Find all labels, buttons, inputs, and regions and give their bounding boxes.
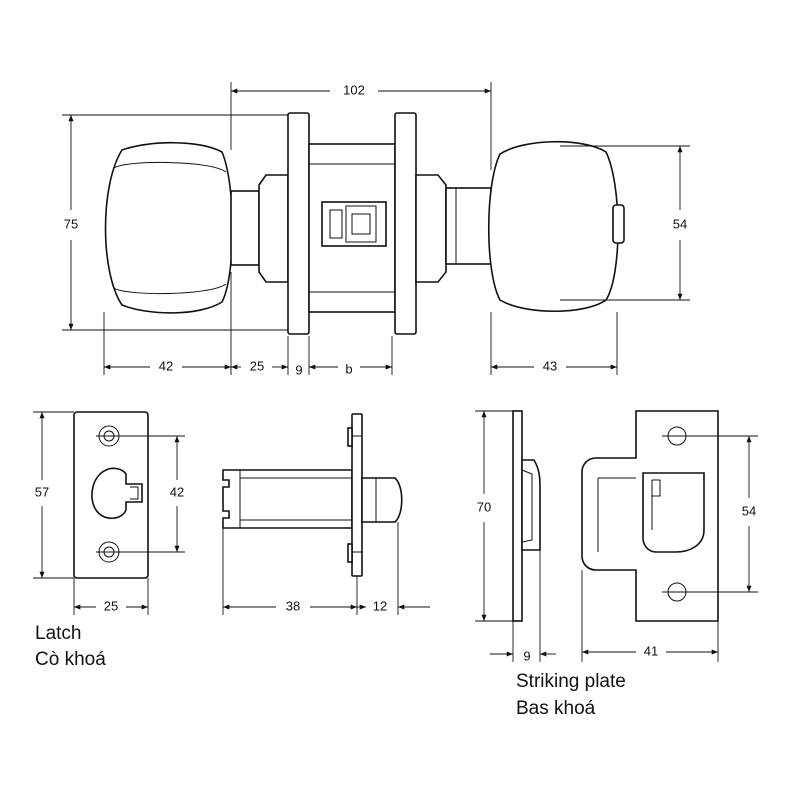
caption-latch-vi: Cò khoá xyxy=(35,649,106,670)
caption-latch-en: Latch xyxy=(35,623,81,644)
right-spindle xyxy=(445,187,492,265)
strike-plate-front: 54 41 xyxy=(581,410,758,662)
dim-left-spindle: 25 xyxy=(250,358,264,373)
left-knob xyxy=(104,141,234,314)
dim-strike-lip: 9 xyxy=(523,648,530,663)
dim-overall-width: 102 xyxy=(343,82,365,97)
dim-knob-height: 75 xyxy=(64,216,78,231)
dim-latch-face-height: 57 xyxy=(35,484,49,499)
dim-latch-bolt-projection: 12 xyxy=(373,598,387,613)
right-knob xyxy=(488,140,619,312)
push-button xyxy=(612,204,625,244)
dim-strike-hole-spacing: 54 xyxy=(742,503,756,518)
dim-knob-diameter: 54 xyxy=(673,216,687,231)
dim-right-knob-depth: 43 xyxy=(543,358,557,373)
caption-strike-en: Striking plate xyxy=(516,671,626,692)
latch-face-plate: 57 42 25 xyxy=(33,411,185,615)
dim-door-thickness: b xyxy=(345,361,352,376)
dim-rose-thickness: 9 xyxy=(295,362,302,377)
dim-left-knob-depth: 42 xyxy=(159,358,173,373)
right-rose xyxy=(394,112,417,335)
knob-assembly: 102 75 54 42 25 9 b 43 xyxy=(62,82,690,377)
latch-side-view: 38 12 xyxy=(222,413,430,615)
dim-latch-face-width: 25 xyxy=(104,598,118,613)
dim-strike-width: 41 xyxy=(644,643,658,658)
strike-side-view: 70 9 xyxy=(475,410,556,663)
left-rose xyxy=(287,112,310,335)
dim-latch-backset: 38 xyxy=(286,598,300,613)
left-spindle xyxy=(230,190,260,266)
dim-latch-hole-spacing: 42 xyxy=(170,484,184,499)
caption-strike-vi: Bas khoá xyxy=(516,698,596,719)
dim-strike-height: 70 xyxy=(477,499,491,514)
